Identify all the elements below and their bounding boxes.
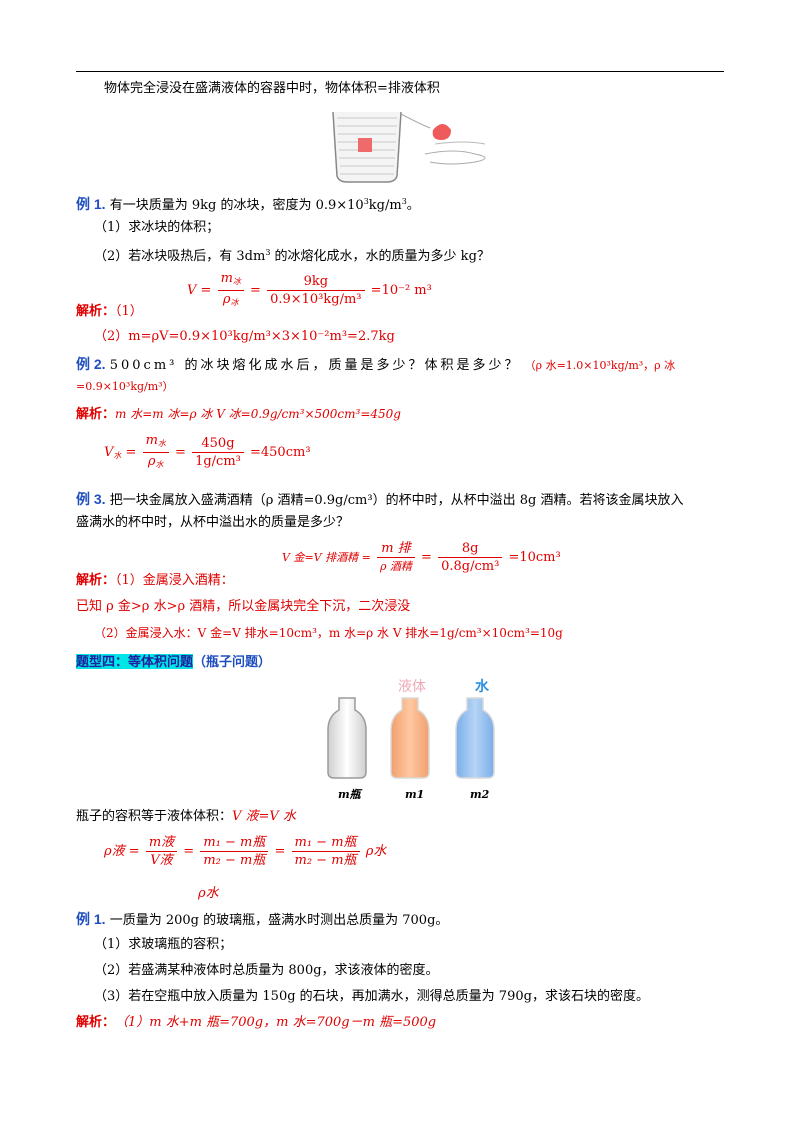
answer-line-2: （2）m=ρV=0.9×10³kg/m³×3×10⁻²m³=2.7kg (94, 329, 395, 344)
label-water: 水 (475, 678, 489, 694)
example4-answer1: 解析：（1）m 水+m 瓶=700g，m 水=700g－m 瓶=500g (76, 1015, 437, 1030)
example2-line: 例 2. 500cm³ 的冰块熔化成水后，质量是多少？体积是多少？ （ρ 水=1… (76, 356, 676, 373)
volume-statement: 瓶子的容积等于液体体积：V 液=V 水 (76, 809, 296, 824)
answer-line-1: 解析：（1） (76, 304, 143, 319)
question-1: （1）求冰块的体积； (94, 220, 220, 235)
intro-text: 物体完全浸没在盛满液体的容器中时，物体体积=排液体积 (104, 81, 440, 96)
example4-q3: （3）若在空瓶中放入质量为 150g 的石块，再加满水，测得总质量为 790g，… (94, 989, 649, 1004)
example3-line1: 例 3. 把一块金属放入盛满酒精（ρ 酒精=0.9g/cm³）的杯中时，从杯中溢… (76, 491, 684, 508)
example3-answer2: 已知 ρ 金>ρ 水>ρ 酒精，所以金属块完全下沉，二次浸没 (76, 599, 411, 614)
label-m-bottle: m瓶 (338, 788, 361, 801)
example2-given: =0.9×10³kg/m³） (76, 380, 174, 393)
section-heading-type4: 题型四：等体积问题（瓶子问题） (76, 654, 272, 669)
example3-line2: 盛满水的杯中时，从杯中溢出水的质量是多少？ (76, 515, 350, 530)
example4-line: 例 1. 一质量为 200g 的玻璃瓶，盛满水时测出总质量为 700g。 (76, 911, 449, 928)
example2-answer: 解析：m 水=m 冰=ρ 冰 V 冰=0.9g/cm³×500cm³=450g (76, 407, 401, 422)
example4-q2: （2）若盛满某种液体时总质量为 800g，求该液体的密度。 (94, 963, 439, 978)
example-label: 例 1. (76, 196, 106, 212)
label-m1: m1 (405, 788, 425, 801)
question-2: （2）若冰块吸热后，有 3dm3 的冰熔化成水，水的质量为多少 kg？ (94, 248, 490, 264)
label-m2: m2 (470, 788, 490, 801)
header-rule (76, 71, 724, 72)
beaker-illustration (332, 111, 486, 183)
label-liquid: 液体 (398, 678, 426, 694)
example4-q1: （1）求玻璃瓶的容积； (94, 937, 233, 952)
example3-answer3: （2）金属浸入水：V 金=V 排水=10cm³，m 水=ρ 水 V 排水=1g/… (94, 626, 563, 640)
example1-line: 例 1. 有一块质量为 9kg 的冰块，密度为 0.9×103kg/m3。 (76, 196, 420, 213)
example3-answer1: 解析：（1）金属浸入酒精： (76, 573, 234, 588)
bottles-illustration (327, 697, 495, 779)
rho-water-symbol: ρ水 (198, 886, 219, 901)
